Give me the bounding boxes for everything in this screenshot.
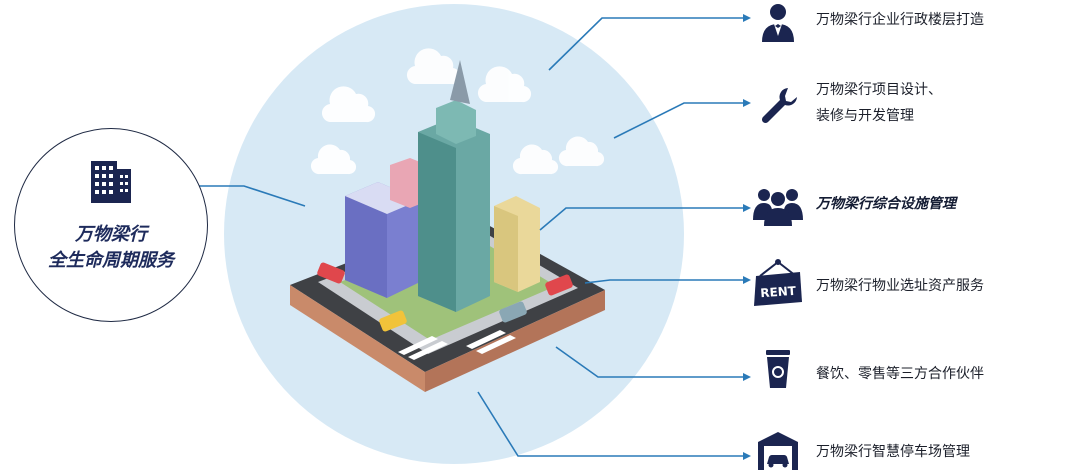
arrowhead xyxy=(743,276,751,284)
service-text-4: 万物梁行物业选址资产服务 xyxy=(816,278,984,294)
lifecycle-title-line1: 万物梁行 xyxy=(75,224,147,245)
service-text-2b: 装修与开发管理 xyxy=(816,108,914,124)
arrowhead xyxy=(743,204,751,212)
service-text-3: 万物梁行综合设施管理 xyxy=(816,196,956,212)
office-building-icon xyxy=(91,161,131,203)
butler-icon xyxy=(762,4,794,42)
car xyxy=(545,274,573,296)
service-text-2a: 万物梁行项目设计、 xyxy=(816,82,942,98)
rent-sign-label: RENT xyxy=(760,284,797,301)
lifecycle-card: 万物梁行 全生命周期服务 xyxy=(14,128,208,322)
cloud xyxy=(512,144,559,175)
connector-4 xyxy=(584,279,744,284)
lifecycle-title-line2: 全生命周期服务 xyxy=(48,250,174,271)
cloud xyxy=(477,66,532,103)
connector-6 xyxy=(477,391,744,457)
cloud xyxy=(558,136,605,167)
service-text-6: 万物梁行智慧停车场管理 xyxy=(816,444,970,460)
car xyxy=(499,301,527,323)
team-icon xyxy=(753,189,803,226)
arrowhead xyxy=(743,14,751,22)
cars xyxy=(317,262,573,332)
cloud xyxy=(321,86,376,123)
buildings xyxy=(345,60,540,312)
arrowhead xyxy=(743,452,751,460)
clouds xyxy=(310,48,605,175)
connector-1 xyxy=(548,17,744,71)
arrowhead xyxy=(743,99,751,107)
parking-garage-icon xyxy=(758,432,798,470)
service-text-1: 万物梁行企业行政楼层打造 xyxy=(816,12,984,28)
rent-sign-icon: RENT xyxy=(754,259,802,306)
connector-2 xyxy=(613,102,744,139)
coffee-cup-icon xyxy=(766,350,790,388)
crosswalk xyxy=(398,330,516,360)
cloud xyxy=(310,144,357,175)
connector-5 xyxy=(555,346,744,378)
connector-3 xyxy=(539,207,744,231)
car xyxy=(317,262,345,284)
cloud xyxy=(406,48,461,85)
car xyxy=(379,310,407,332)
wrench-icon xyxy=(761,88,797,124)
service-text-5: 餐饮、零售等三方合作伙伴 xyxy=(816,366,984,382)
arrowhead xyxy=(743,373,751,381)
